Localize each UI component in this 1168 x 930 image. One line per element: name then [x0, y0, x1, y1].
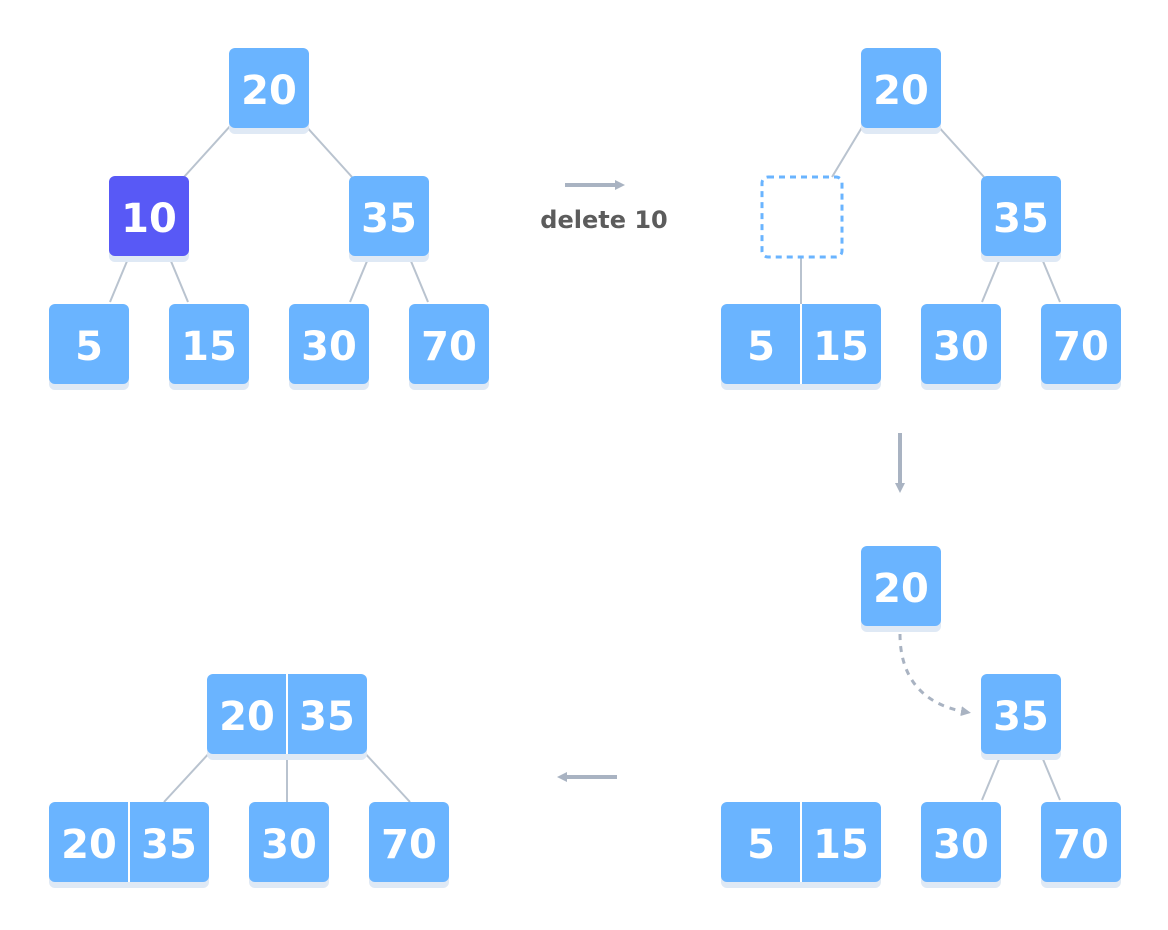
edge — [935, 123, 985, 178]
step-arrow-right: delete 10 — [540, 180, 668, 234]
node-value: 20 — [61, 822, 117, 868]
tree-node: 30 — [921, 304, 1001, 390]
node-value: 15 — [181, 324, 237, 370]
tree-node: 70 — [1041, 802, 1121, 888]
node-value: 35 — [141, 822, 197, 868]
step1-tree: 20 35 5 15 30 70 — [721, 48, 1121, 390]
node-value: 20 — [873, 566, 929, 612]
node-value: 70 — [1053, 822, 1109, 868]
node-value: 20 — [873, 68, 929, 114]
node-value: 30 — [261, 822, 317, 868]
node-value: 70 — [1053, 324, 1109, 370]
tree-node-merged: 20 35 — [207, 674, 367, 760]
node-value: 35 — [361, 196, 417, 242]
node-value: 10 — [121, 196, 177, 242]
node-value: 5 — [75, 324, 103, 370]
tree-node: 20 — [229, 48, 309, 134]
empty-node-placeholder — [760, 175, 844, 259]
tree-node: 35 — [349, 176, 429, 262]
edge — [303, 123, 353, 178]
node-value: 30 — [301, 324, 357, 370]
tree-node: 30 — [249, 802, 329, 888]
start-tree: 20 10 35 5 15 30 — [49, 48, 489, 390]
tree-node: 30 — [289, 304, 369, 390]
operation-label: delete 10 — [540, 206, 667, 234]
node-value: 35 — [993, 196, 1049, 242]
tree-node: 20 — [861, 48, 941, 134]
final-tree: 20 35 20 35 30 70 — [49, 674, 449, 888]
tree-node: 20 — [861, 546, 941, 632]
tree-node-merged: 5 15 — [721, 304, 881, 390]
node-value: 70 — [381, 822, 437, 868]
tree-node: 30 — [921, 802, 1001, 888]
edge — [831, 123, 865, 178]
tree-node: 70 — [409, 304, 489, 390]
tree-node: 35 — [981, 674, 1061, 760]
edge — [163, 749, 213, 803]
final-edges — [163, 749, 411, 803]
tree-node: 35 — [981, 176, 1061, 262]
curved-dashed-arrow-icon — [898, 633, 971, 717]
edge — [361, 749, 411, 803]
node-value: 20 — [219, 694, 275, 740]
node-value: 5 — [747, 324, 775, 370]
tree-node: 5 — [49, 304, 129, 390]
tree-node-merged: 5 15 — [721, 802, 881, 888]
node-value: 30 — [933, 822, 989, 868]
edge — [183, 123, 233, 178]
node-value: 35 — [993, 694, 1049, 740]
node-value: 30 — [933, 324, 989, 370]
tree-node: 70 — [1041, 304, 1121, 390]
tree-node-merged: 20 35 — [49, 802, 209, 888]
node-value: 35 — [299, 694, 355, 740]
node-value: 15 — [813, 822, 869, 868]
node-value: 5 — [747, 822, 775, 868]
node-value: 20 — [241, 68, 297, 114]
tree-node: 15 — [169, 304, 249, 390]
node-value: 70 — [421, 324, 477, 370]
tree-node-highlighted: 10 — [109, 176, 189, 262]
node-value: 15 — [813, 324, 869, 370]
tree-node: 70 — [369, 802, 449, 888]
step2-tree: 20 35 5 15 30 70 — [721, 546, 1121, 888]
